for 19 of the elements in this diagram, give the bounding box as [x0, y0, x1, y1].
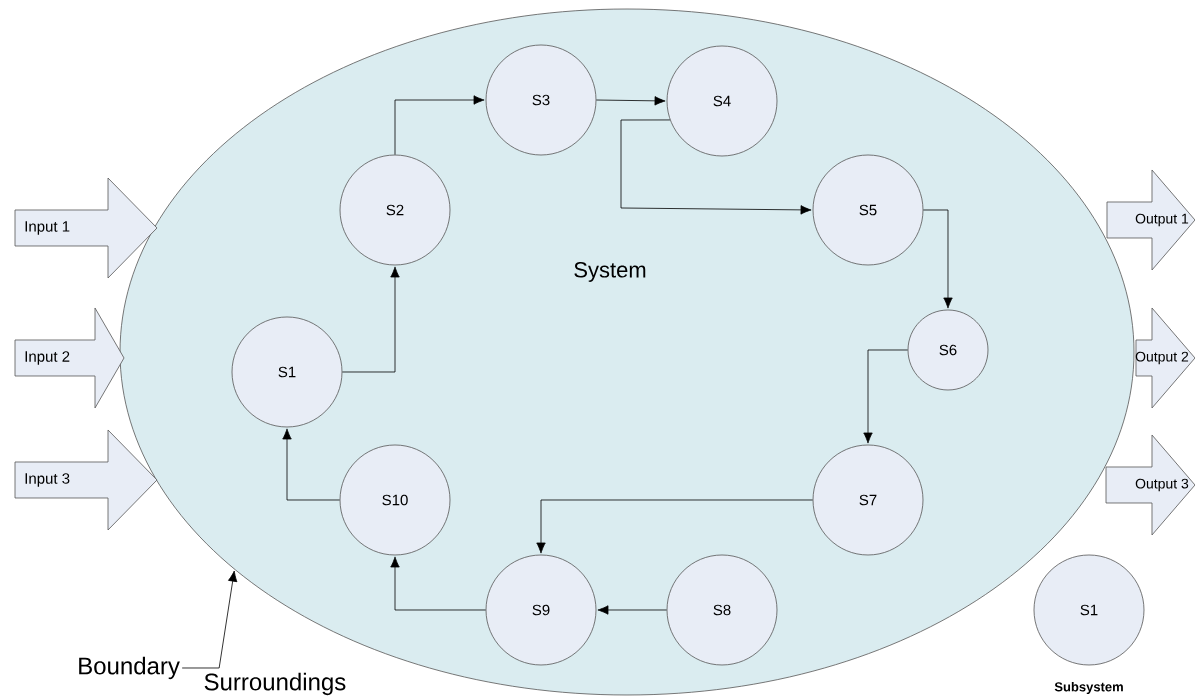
output-box: Output 1	[1106, 169, 1195, 271]
node-label: Subsystem	[1054, 681, 1123, 695]
surroundings-label: Surroundings	[204, 672, 346, 696]
output-box: Output 2	[1135, 307, 1195, 409]
leader-line	[181, 570, 238, 669]
output-box: Output 3	[1105, 434, 1195, 536]
arrow	[394, 95, 485, 155]
input-box: Input 3	[14, 429, 158, 531]
arrow	[923, 209, 953, 309]
arrow	[863, 349, 908, 444]
arrow	[282, 428, 340, 501]
input-box: Input 1	[14, 177, 158, 279]
arrow	[596, 96, 666, 106]
arrow	[342, 266, 400, 373]
arrow	[620, 119, 812, 215]
arrow	[597, 605, 667, 615]
input-box: Input 2	[14, 307, 125, 409]
arrow	[536, 499, 813, 554]
arrow	[390, 556, 486, 611]
